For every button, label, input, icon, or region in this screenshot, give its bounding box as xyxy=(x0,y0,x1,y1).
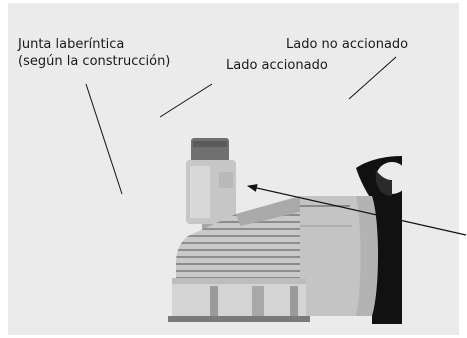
labyrinth-seal-leader xyxy=(85,83,123,195)
motor-base xyxy=(168,278,310,322)
terminal-box xyxy=(186,138,236,238)
fan-hood xyxy=(300,196,378,316)
labyrinth-seal-label-line2: (según la construcción) xyxy=(18,54,171,69)
drive-side-label: Lado accionado xyxy=(226,58,328,73)
non-drive-side-leader xyxy=(348,56,397,100)
labyrinth-seal-label-line1: Junta laberíntica xyxy=(18,37,125,52)
dark-silhouette xyxy=(356,156,408,324)
non-drive-side-label: Lado no accionado xyxy=(286,37,409,52)
labyrinth-seal-label: Junta laberíntica (según la construcción… xyxy=(18,36,170,70)
pointer-arrow xyxy=(247,184,467,236)
drive-side-leader xyxy=(159,83,213,118)
